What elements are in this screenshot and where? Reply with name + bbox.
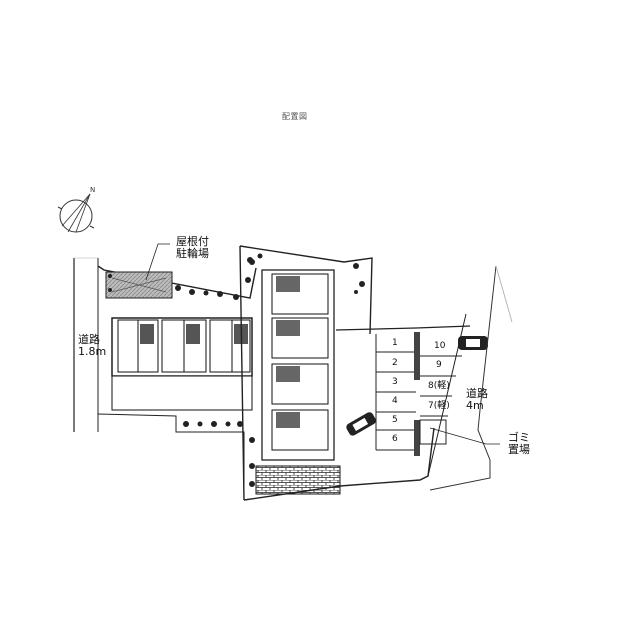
bicycle-parking-label-line2: 駐輪場 [176, 247, 209, 260]
garbage-area-label-line1: ゴミ [508, 431, 530, 444]
parking-stall-2: 2 [392, 358, 398, 368]
north-arrow-icon: N [57, 186, 95, 233]
parking-stall-9: 9 [436, 360, 442, 370]
parking-stall-7-note: (軽) [433, 401, 450, 411]
parking-stall-1: 1 [392, 338, 398, 348]
parking-stall-7-num: 7 [428, 401, 434, 411]
bicycle-parking-label-line1: 屋根付 [176, 235, 209, 248]
bicycle-parking-label: 屋根付 駐輪場 [176, 236, 209, 260]
parking-stall-6: 6 [392, 434, 398, 444]
parking-stall-10: 10 [434, 341, 446, 351]
garbage-area-label-line2: 置場 [508, 443, 530, 456]
parking-stall-8: 8(軽) [428, 378, 450, 391]
parking-stall-5: 5 [392, 415, 398, 425]
west-road-label: 道路 1.8m [78, 334, 106, 358]
parking-stall-8-note: (軽) [433, 381, 450, 391]
parking-stall-4: 4 [392, 396, 398, 406]
west-road-label-width: 1.8m [78, 345, 107, 358]
car-icon [346, 412, 376, 436]
east-road-label-name: 道路 [466, 387, 488, 400]
page-title: 配置図 [282, 112, 308, 121]
garbage-area-label: ゴミ 置場 [508, 432, 530, 456]
east-road-label: 道路 4m [466, 388, 488, 412]
car-icon [458, 336, 488, 350]
parking-stall-3: 3 [392, 377, 398, 387]
parking-stall-8-num: 8 [428, 381, 434, 391]
svg-text:N: N [90, 186, 95, 194]
west-road-label-name: 道路 [78, 333, 100, 346]
parking-stall-7: 7(軽) [428, 398, 450, 411]
east-road-label-width: 4m [466, 399, 484, 412]
